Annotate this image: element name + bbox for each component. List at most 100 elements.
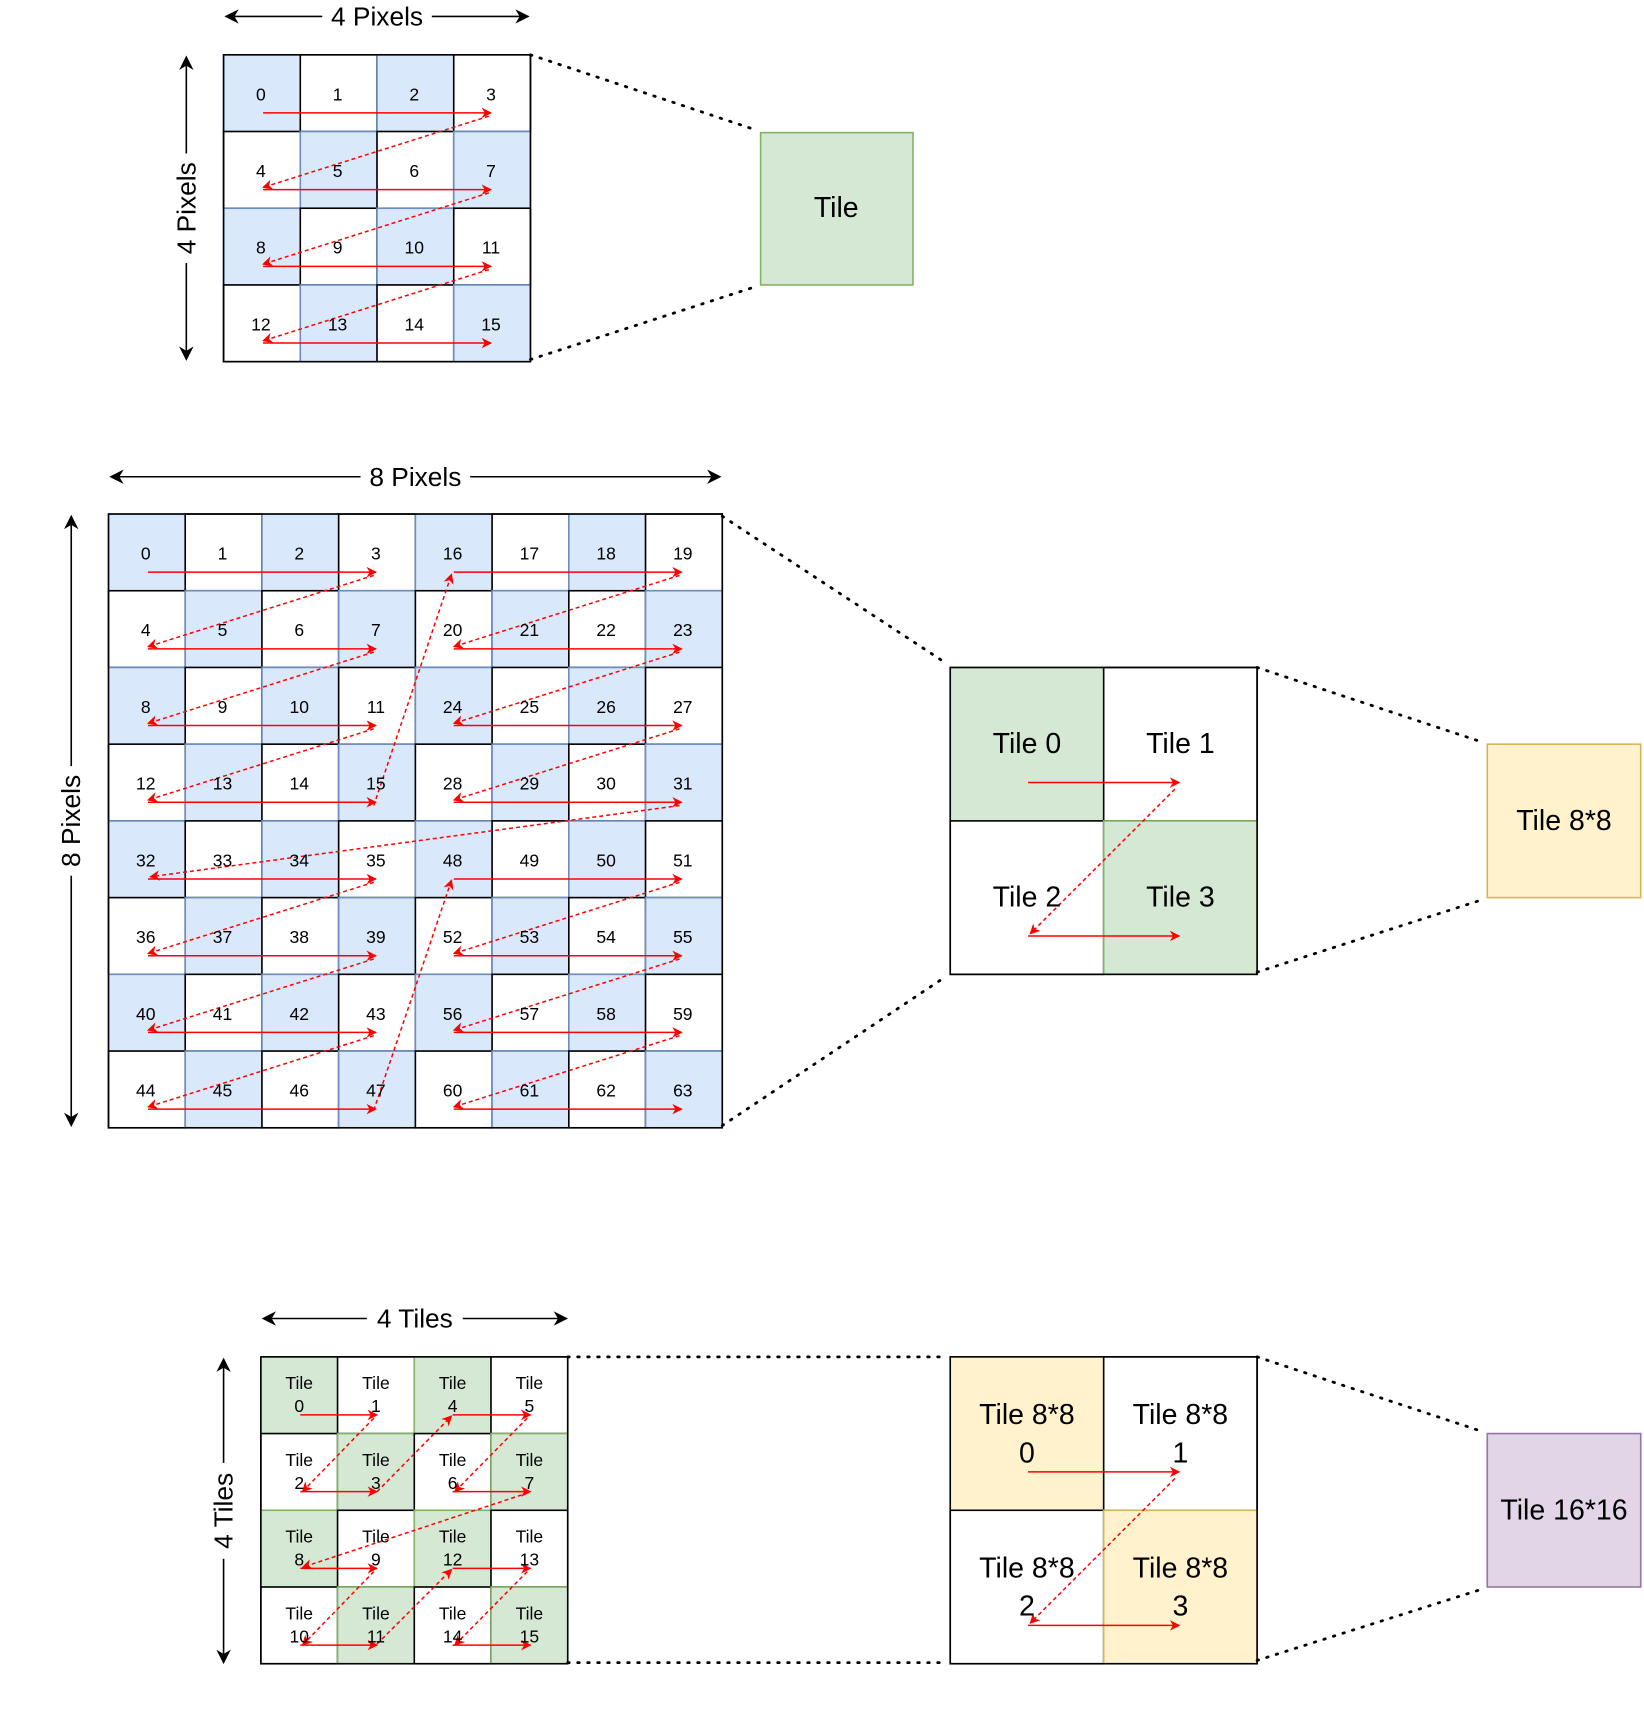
pixel-cell xyxy=(414,820,493,899)
tile-cell-label: Tile xyxy=(285,1527,313,1547)
width-dimension-8px-label: 8 Pixels xyxy=(369,462,461,492)
pixel-index: 2 xyxy=(294,543,304,563)
width-dimension-4px-label: 4 Pixels xyxy=(331,1,423,31)
row-return-arrow xyxy=(146,574,374,649)
pixel-cell xyxy=(261,896,340,976)
pixel-index: 1 xyxy=(218,543,228,563)
tile-8x8-label: Tile 8*8 xyxy=(1516,805,1612,837)
tile-return-arrow xyxy=(454,1417,528,1493)
tile-cell-label: Tile xyxy=(362,1373,390,1393)
pixel-cell xyxy=(107,896,187,976)
pixel-index: 25 xyxy=(520,697,539,717)
zoom-connector-top xyxy=(1255,666,1484,744)
pixel-index: 4 xyxy=(141,620,151,640)
pixel-index: 2 xyxy=(409,84,419,104)
pixel-cell xyxy=(184,820,263,899)
tile-cell xyxy=(336,1586,416,1665)
pixel-index: 26 xyxy=(596,697,615,717)
pixel-cell xyxy=(414,1050,493,1129)
pixel-index: 10 xyxy=(289,697,309,717)
pixel-index: 37 xyxy=(213,927,232,947)
pixel-cell xyxy=(452,130,532,210)
tile-grid-border xyxy=(949,666,1258,976)
pixel-cell xyxy=(107,589,187,669)
pixel-cell xyxy=(261,743,340,822)
tile-cell xyxy=(490,1356,569,1435)
pixel-index: 62 xyxy=(596,1081,615,1101)
pixel-index: 38 xyxy=(289,927,308,947)
row-return-arrow xyxy=(452,574,680,649)
tile-cell-index: 13 xyxy=(520,1550,539,1570)
pixel-index: 27 xyxy=(673,697,692,717)
tile-cell xyxy=(413,1432,492,1512)
pixel-index: 35 xyxy=(366,850,385,870)
row-return-arrow xyxy=(452,1035,680,1110)
pixel-index: 20 xyxy=(443,620,463,640)
tile-cell-index: 1 xyxy=(371,1396,381,1416)
pixel-index: 21 xyxy=(520,620,539,640)
pixel-cell xyxy=(568,589,647,669)
tile-cell-label: Tile xyxy=(439,1603,467,1623)
pixel-cell xyxy=(107,973,187,1052)
pixel-index: 29 xyxy=(520,774,539,794)
tile-cell-index: 8 xyxy=(294,1550,304,1570)
tile-cell-index: 11 xyxy=(367,1626,385,1646)
pixel-index: 15 xyxy=(366,774,385,794)
zoom-connector-top xyxy=(529,53,756,131)
pixel-index: 6 xyxy=(409,161,419,181)
pixel-index: 10 xyxy=(405,238,425,258)
pixel-index: 41 xyxy=(213,1004,232,1024)
tile-8x8-index: 1 xyxy=(1172,1437,1188,1469)
zoom-connector-top xyxy=(720,514,948,665)
tile-cell-label: Tile xyxy=(516,1527,544,1547)
pixel-cell xyxy=(299,207,378,286)
tile-16x16-label: Tile 16*16 xyxy=(1500,1494,1627,1526)
tile-cell-label: Tile xyxy=(362,1603,390,1623)
pixel-index: 1 xyxy=(333,84,343,104)
tile-cell xyxy=(949,666,1105,822)
pixel-cell xyxy=(414,743,493,822)
pixel-cell xyxy=(644,820,724,899)
pixel-index: 8 xyxy=(141,697,151,717)
tile-cell xyxy=(1102,666,1258,822)
pixel-index: 24 xyxy=(443,697,463,717)
pixel-index: 0 xyxy=(256,84,266,104)
pixel-cell xyxy=(414,513,493,592)
tile-8x8-name: Tile 8*8 xyxy=(1133,1552,1229,1584)
tile-8x8-box xyxy=(1486,743,1642,899)
tile-cell xyxy=(336,1432,416,1512)
tile-8x8-cell xyxy=(1102,1356,1258,1512)
tile-cell-label: Tile xyxy=(285,1373,313,1393)
tile-cell xyxy=(1102,820,1258,976)
tile-cell-index: 12 xyxy=(443,1550,462,1570)
pixel-cell xyxy=(491,666,570,745)
row-return-arrow xyxy=(262,115,490,190)
pixel-index: 63 xyxy=(673,1081,692,1101)
row-return-arrow xyxy=(146,881,374,956)
tile-name: Tile 3 xyxy=(1146,882,1215,914)
pixel-cell xyxy=(568,666,647,745)
pixel-index: 43 xyxy=(366,1004,385,1024)
pixel-index: 14 xyxy=(289,774,309,794)
tile-cell-index: 3 xyxy=(371,1473,381,1493)
pixel-index: 55 xyxy=(673,927,692,947)
pixel-index: 18 xyxy=(596,543,615,563)
tile-cell xyxy=(260,1586,339,1665)
tile-8x8-index: 0 xyxy=(1019,1437,1035,1469)
tile-cell-label: Tile xyxy=(439,1527,467,1547)
tile-cell-index: 5 xyxy=(524,1396,534,1416)
pixel-index: 12 xyxy=(136,774,155,794)
pixel-index: 11 xyxy=(367,697,385,717)
pixel-index: 44 xyxy=(136,1081,156,1101)
pixel-index: 3 xyxy=(371,543,381,563)
row-return-arrow xyxy=(146,958,374,1033)
tile-cell xyxy=(413,1586,492,1665)
pixel-index: 13 xyxy=(328,314,347,334)
row-return-arrow xyxy=(452,651,680,726)
pixel-cell xyxy=(184,973,263,1052)
tile-jump-arrow xyxy=(373,879,454,1111)
tile-name: Tile 2 xyxy=(993,882,1062,914)
pixel-index: 22 xyxy=(596,620,615,640)
